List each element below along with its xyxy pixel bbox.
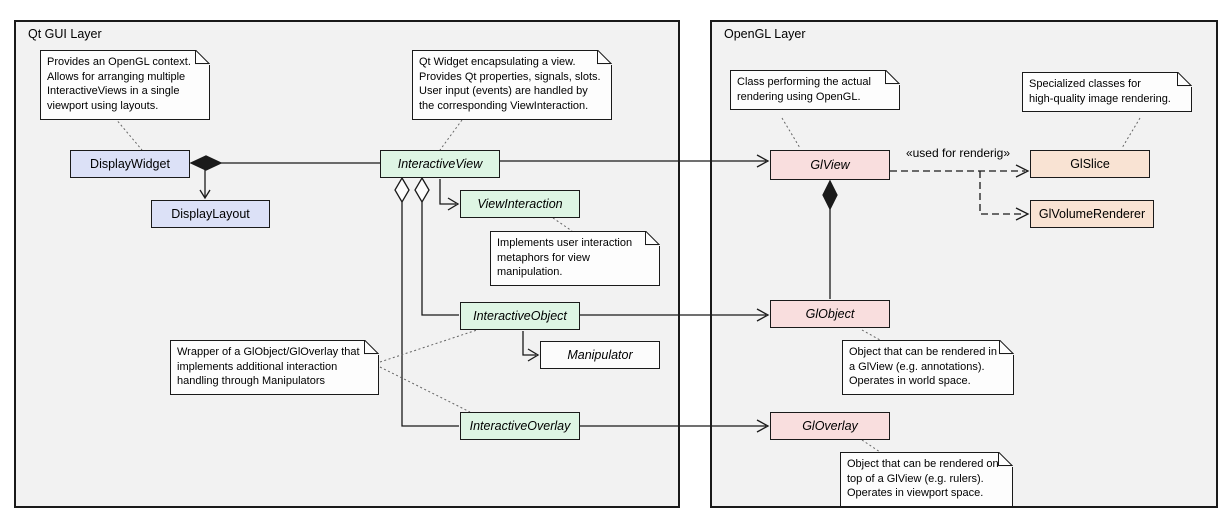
anchor-gloverlay-note <box>861 439 881 453</box>
note-fold-icon <box>998 452 1013 467</box>
class-label-glvolumerenderer: GlVolumeRenderer <box>1038 207 1146 221</box>
class-box-glvolumerenderer: GlVolumeRenderer <box>1030 200 1154 228</box>
note-text: Wrapper of a GlObject/GlOverlay that imp… <box>177 346 360 388</box>
note-text: Object that can be rendered on top of a … <box>847 458 999 500</box>
note-glview: Class performing the actual rendering us… <box>730 70 900 111</box>
edge-interactiveoverlay-gloverlay <box>580 419 770 433</box>
class-label-viewinteraction: ViewInteraction <box>477 197 563 211</box>
note-interactiveview: Qt Widget encapsulating a view. Provides… <box>412 50 612 120</box>
anchor-glslice-note <box>1121 117 1141 149</box>
edge-interactiveobject-globject <box>580 308 770 322</box>
edge-interactiveview-interactiveoverlay <box>394 176 459 427</box>
anchor-globject-note <box>861 329 881 341</box>
note-globject: Object that can be rendered in a GlView … <box>842 340 1014 396</box>
class-label-glslice: GlSlice <box>1070 157 1110 171</box>
anchor-wrapper-note-to-interactiveoverlay <box>379 366 471 413</box>
edge-interactiveview-viewinteraction <box>439 179 460 211</box>
edge-displaywidget-displaylayout <box>199 166 211 200</box>
class-label-manipulator: Manipulator <box>567 348 633 362</box>
note-fold-icon <box>597 50 612 65</box>
class-label-displaywidget: DisplayWidget <box>90 157 170 171</box>
anchor-displaywidget-note <box>114 117 143 151</box>
class-label-displaylayout: DisplayLayout <box>171 207 250 221</box>
anchor-glview-note <box>781 117 801 149</box>
note-fold-icon <box>885 70 900 85</box>
anchor-interactiveview-note <box>439 119 463 151</box>
class-box-displaywidget: DisplayWidget <box>70 150 190 178</box>
edge-glview-globject <box>822 179 838 299</box>
edge-label-used-for-rendering: «used for renderig» <box>905 146 1011 160</box>
note-gloverlay: Object that can be rendered on top of a … <box>840 452 1013 508</box>
class-box-gloverlay: GlOverlay <box>770 412 890 440</box>
note-fold-icon <box>195 50 210 65</box>
edge-displaywidget-interactiveview <box>189 155 380 171</box>
class-box-displaylayout: DisplayLayout <box>151 200 270 228</box>
note-text: Qt Widget encapsulating a view. Provides… <box>419 56 601 113</box>
edge-glview-glslice <box>890 164 1030 178</box>
note-text: Specialized classes for high-quality ima… <box>1029 78 1171 105</box>
note-fold-icon <box>1177 72 1192 87</box>
class-box-globject: GlObject <box>770 300 890 328</box>
package-title-qt-gui-layer: Qt GUI Layer <box>28 27 102 41</box>
edge-glview-glvolumerenderer <box>979 171 1030 221</box>
class-box-glview: GlView <box>770 150 890 180</box>
class-label-glview: GlView <box>810 158 850 172</box>
class-label-interactiveview: InteractiveView <box>397 157 483 171</box>
note-fold-icon <box>364 340 379 355</box>
note-wrapper: Wrapper of a GlObject/GlOverlay that imp… <box>170 340 379 396</box>
class-label-gloverlay: GlOverlay <box>802 419 858 433</box>
class-box-interactiveobject: InteractiveObject <box>460 302 580 330</box>
class-box-glslice: GlSlice <box>1030 150 1150 178</box>
package-title-opengl-layer: OpenGL Layer <box>724 27 806 41</box>
note-viewinteraction: Implements user interaction metaphors fo… <box>490 231 660 287</box>
anchor-viewinteraction-note <box>552 217 573 232</box>
edge-interactiveview-glview <box>500 154 770 168</box>
edge-interactiveview-interactiveobject <box>414 176 459 316</box>
note-text: Class performing the actual rendering us… <box>737 76 871 103</box>
note-text: Object that can be rendered in a GlView … <box>849 346 997 388</box>
note-displaywidget: Provides an OpenGL context. Allows for a… <box>40 50 210 120</box>
note-text: Implements user interaction metaphors fo… <box>497 237 633 279</box>
note-text: Provides an OpenGL context. Allows for a… <box>47 56 191 113</box>
anchor-wrapper-note-to-interactiveobject <box>379 327 484 363</box>
class-label-interactiveoverlay: InteractiveOverlay <box>469 419 571 433</box>
class-label-interactiveobject: InteractiveObject <box>473 309 567 323</box>
note-fold-icon <box>645 231 660 246</box>
note-glslice: Specialized classes for high-quality ima… <box>1022 72 1192 113</box>
note-fold-icon <box>999 340 1014 355</box>
class-label-globject: GlObject <box>805 307 855 321</box>
class-box-interactiveoverlay: InteractiveOverlay <box>460 412 580 440</box>
edge-interactiveobject-manipulator <box>522 331 540 362</box>
class-box-viewinteraction: ViewInteraction <box>460 190 580 218</box>
class-box-interactiveview: InteractiveView <box>380 150 500 178</box>
class-box-manipulator: Manipulator <box>540 341 660 369</box>
